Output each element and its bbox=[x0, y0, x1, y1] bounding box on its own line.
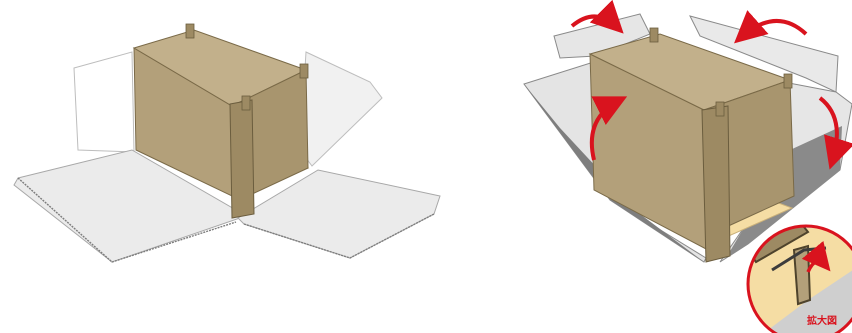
flap-back-outline bbox=[74, 52, 134, 152]
zoom-label: 拡大図 bbox=[807, 314, 837, 327]
partition-front-right bbox=[702, 106, 730, 262]
flap-right-back bbox=[300, 52, 382, 166]
partition-front bbox=[230, 100, 254, 218]
unfolded-box-figure bbox=[14, 24, 440, 262]
zoom-callout: 拡大図 bbox=[746, 222, 852, 333]
